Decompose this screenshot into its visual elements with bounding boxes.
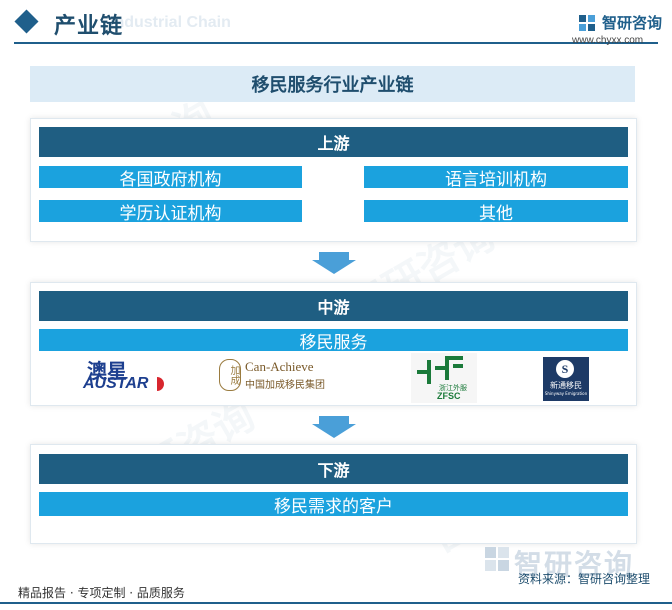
brand-name: 智研咨询 — [602, 14, 663, 32]
upstream-item: 各国政府机构 — [39, 166, 302, 190]
brand-url: www.chyxx.com — [572, 35, 644, 46]
footer-brand-logo-icon — [485, 547, 509, 571]
header-divider — [14, 42, 658, 44]
flow-arrow-icon — [312, 252, 356, 274]
downstream-panel: 下游 移民需求的客户 — [30, 444, 637, 544]
midstream-service: 移民服务 — [39, 329, 628, 353]
source-note: 资料来源：智研咨询整理 — [518, 572, 651, 586]
flow-arrow-icon — [312, 416, 356, 438]
zfsc-mark-icon — [417, 356, 463, 384]
downstream-customer: 移民需求的客户 — [39, 492, 628, 517]
header-title: 产业链 — [54, 14, 124, 39]
upstream-band: 上游 — [39, 127, 628, 157]
company-logo-can-achieve: 加成 Can-Achieve 中国加成移民集团 — [219, 359, 347, 393]
footer-brand-watermark: 智研咨询 — [514, 548, 635, 581]
diagram-title: 移民服务行业产业链 — [30, 66, 635, 102]
upstream-item: 语言培训机构 — [364, 166, 628, 190]
upstream-item: 学历认证机构 — [39, 200, 302, 224]
shinyway-s-icon: S — [556, 360, 574, 378]
footer-divider — [0, 602, 672, 604]
header-subtitle-en: Industrial Chain — [110, 14, 231, 31]
downstream-band: 下游 — [39, 454, 628, 484]
company-logo-zfsc: 浙江外服 ZFSC — [411, 353, 477, 403]
header-diamond-icon — [14, 9, 39, 34]
company-logo-shinyway: S 新通移民 Shinyway Emigration — [543, 357, 589, 401]
brand-logo-icon — [579, 15, 595, 31]
midstream-panel: 中游 移民服务 澳星 AUSTAR 加成 Can-Achieve 中国加成移民集… — [30, 282, 637, 406]
midstream-band: 中游 — [39, 291, 628, 321]
footer-tagline: 精品报告 · 专项定制 · 品质服务 — [18, 586, 185, 600]
austar-swoosh-icon — [157, 377, 164, 391]
upstream-panel: 上游 各国政府机构 语言培训机构 学历认证机构 其他 — [30, 118, 637, 242]
upstream-item: 其他 — [364, 200, 628, 224]
company-logo-austar: 澳星 AUSTAR — [83, 355, 165, 395]
